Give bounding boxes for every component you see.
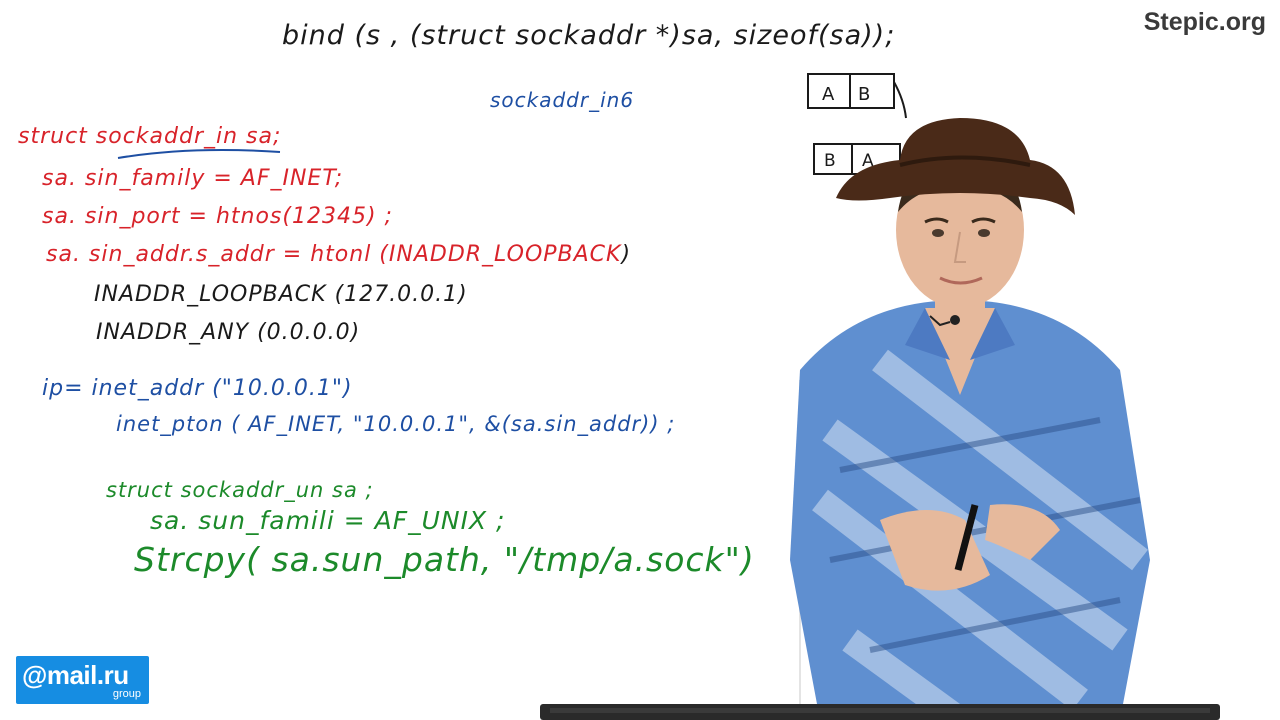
sin-addr-left: sa. sin_addr.s_addr = htonl (: [46, 242, 389, 267]
byte-bottom-b: B: [824, 151, 836, 171]
sun-family-line: sa. sun_famili = AF_UNIX ;: [150, 506, 506, 535]
inet-addr-line: ip= inet_addr ("10.0.0.1"): [42, 376, 353, 401]
sin-port-line: sa. sin_port = htnos(12345) ;: [42, 204, 393, 229]
sockaddr-in6-note: sockaddr_in6: [490, 88, 635, 112]
byte-top-a: A: [822, 84, 835, 105]
struct-sockaddr-in-line: struct sockaddr_in sa;: [18, 124, 282, 149]
cowboy-hat: [836, 118, 1075, 215]
mailru-logo-main: @mail.ru: [22, 660, 129, 690]
sin-addr-arg: INADDR_LOOPBACK: [388, 242, 622, 267]
mailru-group-logo: @mail.ru group: [16, 656, 149, 704]
strcpy-line: Strcpy( sa.sun_path, "/tmp/a.sock"): [134, 540, 755, 579]
byte-top-b: B: [858, 84, 870, 105]
mailru-logo-sub: group: [112, 688, 141, 700]
stepic-logo: Stepic.org: [1143, 8, 1266, 36]
struct-sockaddr-un-line: struct sockaddr_un sa ;: [106, 478, 374, 502]
inet-pton-line: inet_pton ( AF_INET, "10.0.0.1", &(sa.si…: [116, 412, 676, 436]
inaddr-loopback-line: INADDR_LOOPBACK (127.0.0.1): [94, 282, 468, 307]
presenter: [790, 118, 1150, 720]
sin-family-line: sa. sin_family = AF_INET;: [42, 166, 344, 191]
inaddr-any-line: INADDR_ANY (0.0.0.0): [96, 320, 361, 345]
bind-call-line: bind (s , (struct sockaddr *)sa, sizeof(…: [282, 20, 896, 51]
sin-addr-line: sa. sin_addr.s_addr = htonl (INADDR_LOOP…: [46, 242, 631, 267]
byte-bottom-a: A: [862, 151, 874, 171]
sin-addr-right: ): [621, 242, 632, 267]
